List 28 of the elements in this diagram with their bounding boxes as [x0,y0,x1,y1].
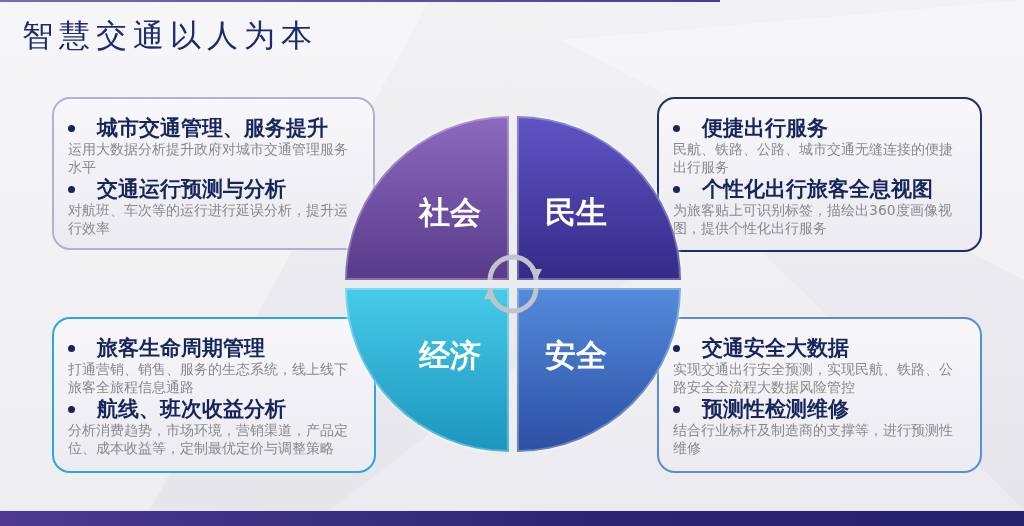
heading: 城市交通管理、服务提升 [97,115,328,141]
heading: 个性化出行旅客全息视图 [702,176,933,202]
info-card [52,97,375,250]
description: 实现交通出行安全预测，实现民航、铁路、公路安全全流程大数据风险管控 [673,361,954,396]
heading: 航线、班次收益分析 [97,396,286,422]
description: 对航班、车次等的运行进行延误分析，提升运行效率 [68,202,349,237]
description: 结合行业标杆及制造商的支撑等，进行预测性维修 [673,422,954,457]
info-card [657,317,982,473]
title: 智慧交通以人为本 [22,16,318,54]
segment-label: 社会 [419,194,481,230]
info-card [52,317,376,473]
heading: 交通运行预测与分析 [97,176,286,202]
description: 为旅客贴上可识别标签，描绘出360度画像视图，提供个性化出行服务 [673,202,953,237]
segment-label: 民生 [545,194,607,230]
description: 民航、铁路、公路、城市交通无缝连接的便捷出行服务 [673,141,954,176]
segment-label: 经济 [419,337,481,373]
heading: 便捷出行服务 [702,115,828,141]
description: 运用大数据分析提升政府对城市交通管理服务水平 [68,141,349,176]
cycle-arrow [484,287,539,314]
description: 分析消费趋势，市场环境，营销渠道，产品定位、成本收益等，定制最优定价与调整策略 [68,422,349,457]
quadrant-segment [345,116,509,280]
heading: 预测性检测维修 [702,396,849,422]
heading: 旅客生命周期管理 [97,335,265,361]
heading: 交通安全大数据 [702,335,849,361]
info-card [657,97,982,252]
segment-label: 安全 [545,337,607,373]
cycle-arrow [487,254,542,281]
description: 打通营销、销售、服务的生态系统，线上线下旅客全旅程信息通路 [68,361,349,396]
